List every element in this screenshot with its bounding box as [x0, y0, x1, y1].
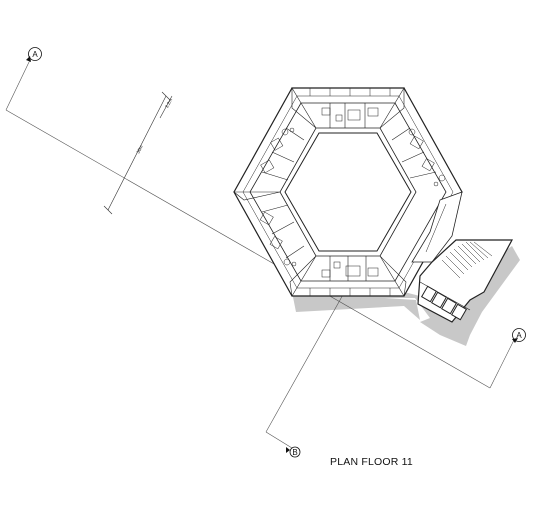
dimension-label-long: 30m — [135, 144, 144, 154]
building-shadow — [292, 246, 520, 346]
stair-core — [417, 239, 514, 323]
dimension-label-short: 3.2m — [164, 97, 173, 108]
section-marker-b-end: B — [286, 446, 301, 458]
section-line-a — [5, 59, 515, 389]
stair-treads — [441, 241, 493, 279]
dimension-line-long — [103, 91, 171, 215]
section-label-a-end: A — [516, 331, 522, 340]
window-mullions — [309, 88, 391, 296]
section-marker-a-end: A — [512, 328, 526, 343]
section-label-a-start: A — [32, 50, 38, 59]
section-label-b-end: B — [292, 448, 297, 457]
plan-caption: PLAN FLOOR 11 — [330, 456, 413, 468]
room-fixtures — [259, 107, 446, 278]
section-marker-a-start: A — [26, 47, 42, 62]
dimension-line-short — [159, 95, 173, 119]
corner-details — [233, 86, 407, 297]
courtyard — [284, 132, 412, 252]
lift-shafts — [420, 285, 468, 321]
hexagon-tower — [233, 86, 463, 297]
